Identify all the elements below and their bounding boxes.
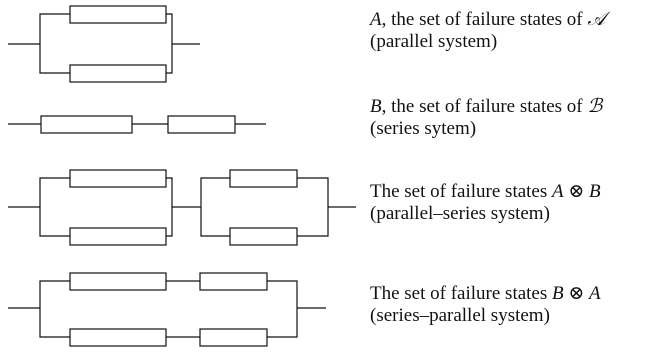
right-bus [297, 177, 329, 237]
component-block [40, 115, 133, 134]
system-symbol: 𝒜 [587, 8, 606, 30]
caption-text: The set of failure states [370, 283, 553, 304]
series-system-caption: B, the set of failure states of ℬ (serie… [370, 95, 602, 140]
system-symbol: ℬ [587, 95, 603, 117]
middle-bus-right [200, 177, 230, 237]
caption-line: A, the set of failure states of 𝒜 [370, 8, 605, 31]
series-parallel-caption: The set of failure states B ⊗ A (series–… [370, 283, 601, 327]
component-block [229, 169, 298, 188]
parallel-series-system-diagram [8, 169, 356, 246]
component-block [69, 328, 167, 347]
set-variable: A [589, 283, 601, 304]
left-bus [39, 280, 70, 338]
series-parallel-system-diagram [8, 272, 326, 347]
set-variable: A [552, 181, 564, 202]
component-block [167, 115, 236, 134]
left-bus [39, 177, 70, 237]
left-bus [39, 13, 70, 74]
component-block [69, 169, 167, 188]
parallel-system-caption: A, the set of failure states of 𝒜 (paral… [370, 8, 605, 53]
caption-subtitle: (parallel system) [370, 31, 498, 52]
tensor-operator: ⊗ [563, 181, 590, 202]
set-variable: B [589, 181, 601, 202]
component-block [199, 328, 268, 347]
component-block [229, 227, 298, 246]
set-variable: A [370, 9, 382, 30]
tensor-operator: ⊗ [563, 283, 590, 304]
component-block [199, 272, 268, 291]
parallel-series-caption: The set of failure states A ⊗ B (paralle… [370, 181, 601, 225]
caption-subtitle: (series sytem) [370, 118, 477, 139]
set-variable: B [370, 96, 382, 117]
caption-line: The set of failure states A ⊗ B [370, 181, 601, 203]
caption-text: , the set of failure states of [381, 96, 588, 117]
middle-bus-left [166, 177, 173, 237]
caption-subtitle: (series–parallel system) [370, 305, 550, 326]
right-bus [166, 13, 173, 74]
component-block [69, 5, 167, 24]
set-variable: B [552, 283, 564, 304]
component-block [69, 64, 167, 83]
caption-line: The set of failure states B ⊗ A [370, 283, 601, 305]
parallel-system-diagram [8, 5, 200, 83]
caption-line: B, the set of failure states of ℬ [370, 95, 602, 118]
caption-text: The set of failure states [370, 181, 553, 202]
component-block [69, 227, 167, 246]
component-block [69, 272, 167, 291]
caption-text: , the set of failure states of [381, 9, 588, 30]
right-bus [267, 280, 298, 338]
series-system-diagram [8, 115, 266, 134]
caption-subtitle: (parallel–series system) [370, 203, 550, 224]
